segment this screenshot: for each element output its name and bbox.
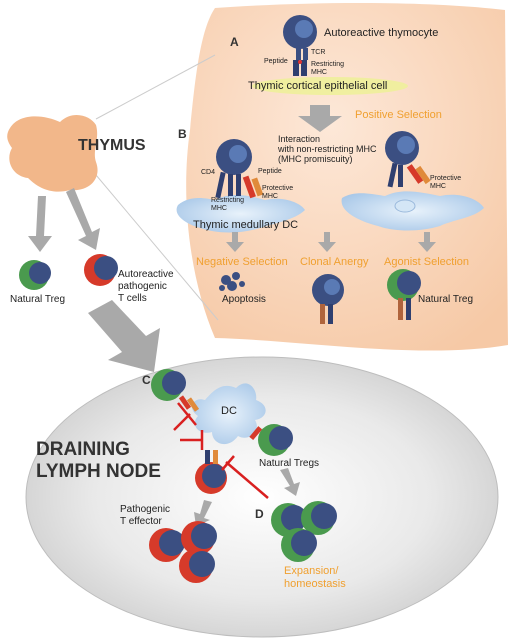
lymph-node-dc-label: DC bbox=[221, 405, 237, 417]
agonist-natural-treg-label: Natural Treg bbox=[418, 294, 473, 305]
thymocyte-left-cell bbox=[215, 139, 264, 199]
thymus-output-arrows bbox=[28, 188, 100, 252]
output-natural-treg-label: Natural Treg bbox=[10, 294, 65, 305]
cortical-epithelial-cell-label: Thymic cortical epithelial cell bbox=[248, 80, 387, 92]
autoreactive-line-1: Autoreactive bbox=[118, 269, 174, 280]
thymus-organ bbox=[7, 114, 98, 192]
expansion-label: Expansion/ homeostasis bbox=[284, 565, 346, 590]
protective-mhc-b1-line-2: MHC bbox=[262, 193, 278, 200]
lymph-node-title: DRAINING LYMPH NODE bbox=[36, 439, 161, 482]
autoreactive-thymocyte-cell bbox=[283, 15, 317, 76]
output-autoreactive-label: Autoreactive pathogenic T cells bbox=[118, 269, 176, 304]
clonal-anergy-label: Clonal Anergy bbox=[300, 256, 369, 268]
pathogenic-effector-label: Pathogenic T effector bbox=[120, 504, 173, 527]
interaction-line-1: Interaction bbox=[278, 134, 320, 144]
autoreactive-line-2: pathogenic bbox=[118, 281, 167, 292]
cd4-label: CD4 bbox=[201, 169, 215, 176]
anergic-cell bbox=[312, 274, 344, 324]
restricting-mhc-label-b: Restricting MHC bbox=[211, 197, 246, 212]
big-arrow-to-lymph-node bbox=[88, 300, 160, 372]
positive-selection-label: Positive Selection bbox=[355, 109, 442, 121]
thymic-dc-right bbox=[341, 191, 484, 231]
autoreactive-thymocyte-label: Autoreactive thymocyte bbox=[324, 27, 438, 39]
output-natural-treg-cell bbox=[19, 260, 51, 290]
protective-mhc-b2-line-1: Protective bbox=[430, 175, 461, 182]
panel-a-letter: A bbox=[230, 35, 239, 49]
tcr-label: TCR bbox=[311, 49, 325, 56]
expansion-line-1: Expansion/ bbox=[284, 565, 339, 577]
lymph-node-title-line-1: DRAINING bbox=[36, 439, 130, 460]
panel-c-letter: C bbox=[142, 373, 151, 387]
lymph-node bbox=[25, 356, 499, 638]
expansion-line-2: homeostasis bbox=[284, 578, 346, 590]
panel-b-letter: B bbox=[178, 127, 187, 141]
natural-tregs-label: Natural Tregs bbox=[259, 458, 319, 469]
restricting-mhc-a-line-2: MHC bbox=[311, 69, 327, 76]
pathogenic-effector-line-1: Pathogenic bbox=[120, 504, 170, 515]
protective-mhc-label-b1: Protective MHC bbox=[262, 185, 295, 200]
output-autoreactive-cell bbox=[84, 254, 118, 286]
agonist-selection-label: Agonist Selection bbox=[384, 256, 469, 268]
panel-b-down-arrows bbox=[226, 232, 436, 252]
thymic-medullary-dc bbox=[176, 195, 305, 233]
thymus-title: THYMUS bbox=[78, 137, 146, 154]
protective-mhc-b2-line-2: MHC bbox=[430, 183, 446, 190]
dc-right-nucleus bbox=[394, 199, 416, 213]
lymph-node-arrows bbox=[194, 468, 300, 526]
positive-selection-arrow bbox=[298, 105, 342, 132]
protective-mhc-label-b2: Protective MHC bbox=[430, 175, 463, 190]
interaction-line-2: with non-restricting MHC bbox=[277, 144, 377, 154]
restricting-mhc-label-a: Restricting MHC bbox=[311, 61, 346, 76]
apoptosis-fragments bbox=[219, 272, 245, 291]
apoptosis-label: Apoptosis bbox=[222, 294, 266, 305]
guide-line-bottom bbox=[95, 174, 219, 321]
inhibition-lines bbox=[173, 402, 269, 499]
restricting-mhc-a-line-1: Restricting bbox=[311, 61, 344, 68]
protective-mhc-b1-line-1: Protective bbox=[262, 185, 293, 192]
lymph-node-treg-upper bbox=[151, 369, 200, 412]
pathogenic-effector-line-2: T effector bbox=[120, 516, 163, 527]
thymocyte-right-cell bbox=[385, 131, 431, 188]
lymph-node-effector-cell bbox=[195, 450, 227, 494]
guide-line-top bbox=[95, 54, 216, 120]
treg-expansion-cluster bbox=[271, 501, 337, 562]
interaction-label: Interaction with non-restricting MHC (MH… bbox=[277, 134, 379, 164]
interaction-line-3: (MHC promiscuity) bbox=[278, 154, 353, 164]
lymph-node-dc bbox=[192, 383, 266, 445]
negative-selection-label: Negative Selection bbox=[196, 256, 288, 268]
restricting-mhc-b-line-1: Restricting bbox=[211, 197, 244, 204]
thymic-medullary-dc-label: Thymic medullary DC bbox=[193, 219, 298, 231]
restricting-mhc-b-line-2: MHC bbox=[211, 205, 227, 212]
peptide-label-a: Peptide bbox=[264, 58, 288, 65]
lymph-node-title-line-2: LYMPH NODE bbox=[36, 461, 161, 482]
agonist-treg-cell bbox=[387, 269, 421, 320]
cortical-epithelial-cell bbox=[252, 77, 408, 95]
autoreactive-line-3: T cells bbox=[118, 293, 147, 304]
peptide-label-b: Peptide bbox=[258, 168, 282, 175]
lymph-node-treg-right bbox=[249, 424, 293, 456]
pathogenic-effector-cluster bbox=[149, 521, 217, 583]
panel-d-letter: D bbox=[255, 507, 264, 521]
